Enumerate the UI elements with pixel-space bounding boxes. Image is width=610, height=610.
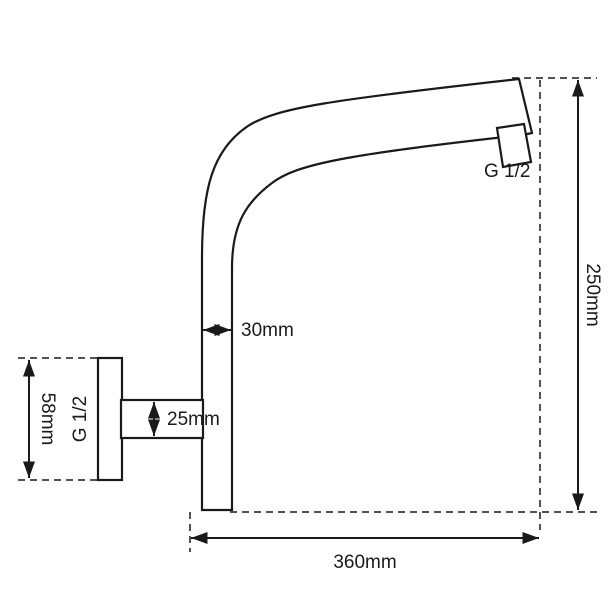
dimension-label-58mm: 58mm <box>37 393 58 446</box>
annotation-inlet-thread: G 1/2 <box>70 396 91 442</box>
dimension-250mm: 250mm <box>572 80 603 510</box>
extension-lines <box>18 77 597 552</box>
dimension-label-360mm: 360mm <box>333 552 396 573</box>
shower-arm-body <box>200 77 534 512</box>
dimension-label-30mm: 30mm <box>241 320 294 341</box>
dimension-label-250mm: 250mm <box>582 263 603 326</box>
wall-flange-plate <box>96 356 124 482</box>
dimension-360mm: 360mm <box>191 532 539 573</box>
outlet-nozzle <box>495 122 533 169</box>
dimension-label-25mm: 25mm <box>167 409 220 430</box>
annotation-outlet-thread: G 1/2 <box>484 161 530 182</box>
dimension-30mm: 30mm <box>203 320 294 341</box>
inlet-connector-stub <box>119 398 205 440</box>
dimension-25mm: 25mm <box>148 402 220 436</box>
dimension-58mm: 58mm <box>23 360 58 478</box>
